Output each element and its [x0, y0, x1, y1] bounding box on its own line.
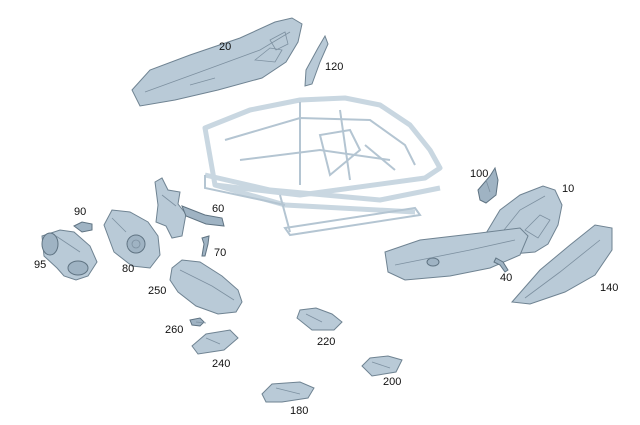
callout-240: 240 [212, 358, 230, 370]
callout-250: 250 [148, 285, 166, 297]
part-70-screw [201, 235, 210, 257]
part-95-motor [41, 229, 98, 281]
part-140-outer-cover [510, 224, 613, 305]
callout-260: 260 [165, 324, 183, 336]
seat-frame [202, 95, 443, 237]
callout-200: 200 [383, 376, 401, 388]
callout-220: 220 [317, 336, 335, 348]
callout-60: 60 [212, 203, 224, 215]
part-180-clip [261, 381, 315, 403]
callout-20: 20 [219, 41, 231, 53]
part-260-screw [189, 317, 207, 327]
callout-10: 10 [562, 183, 574, 195]
part-20-side-trim-panel [131, 17, 303, 107]
part-240-clip [191, 329, 239, 355]
callout-90: 90 [74, 206, 86, 218]
callout-140: 140 [600, 282, 618, 294]
part-40-screw [493, 257, 509, 273]
callout-120: 120 [325, 61, 343, 73]
callout-180: 180 [290, 405, 308, 417]
part-side-panel [384, 227, 529, 281]
part-100-bracket [477, 166, 499, 204]
callout-40: 40 [500, 272, 512, 284]
part-90-screw [73, 221, 93, 233]
callout-80: 80 [122, 263, 134, 275]
callout-70: 70 [214, 247, 226, 259]
part-250-cushion-pad [169, 259, 243, 315]
callout-100: 100 [470, 168, 488, 180]
part-220-clip [296, 307, 343, 331]
part-80-adjuster-housing [103, 209, 161, 269]
callout-95: 95 [34, 259, 46, 271]
part-200-clip [361, 355, 403, 377]
part-60-bracket [154, 177, 225, 239]
part-120-trim-strip [304, 34, 329, 87]
